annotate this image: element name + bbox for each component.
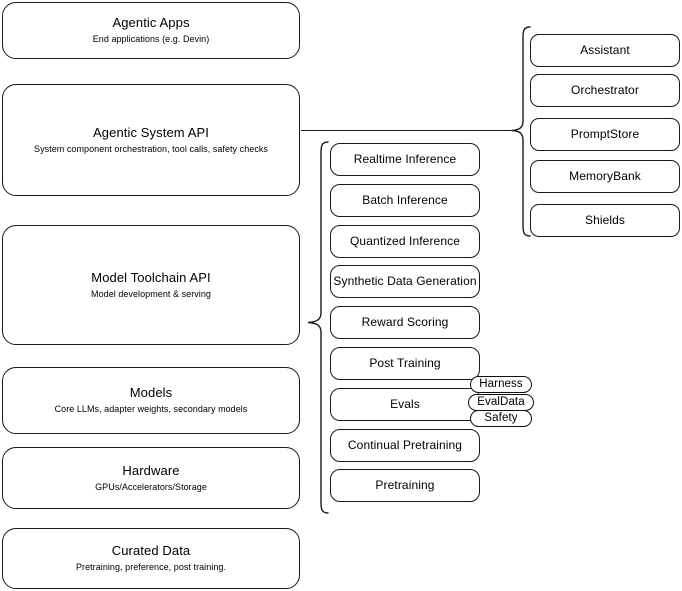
stack-layer-title: Hardware xyxy=(122,462,180,478)
system-component-label: Orchestrator xyxy=(571,83,639,97)
brace-toolchain-components xyxy=(305,141,329,515)
toolchain-component-label: Pretraining xyxy=(375,478,435,492)
system-component-shields[interactable]: Shields xyxy=(530,204,680,237)
stack-layer-title: Models xyxy=(129,385,173,400)
eval-pill-label: Safety xyxy=(484,412,518,424)
stack-layer-subtitle: Pretraining, preference, post training. xyxy=(75,562,227,572)
eval-pill-label: EvalData xyxy=(477,396,525,408)
toolchain-component-label: Batch Inference xyxy=(362,193,448,207)
stack-layer-subtitle: GPUs/Accelerators/Storage xyxy=(95,481,207,492)
system-component-label: Shields xyxy=(584,213,626,227)
system-component-label: PromptStore xyxy=(570,127,640,141)
brace-system-components xyxy=(507,26,531,238)
stack-layer-models[interactable]: Models Core LLMs, adapter weights, secon… xyxy=(2,367,300,434)
toolchain-component-label: Quantized Inference xyxy=(350,234,460,248)
toolchain-component-evals[interactable]: Evals xyxy=(330,388,480,421)
toolchain-component-batch-inference[interactable]: Batch Inference xyxy=(330,184,480,217)
stack-layer-title: Model Toolchain API xyxy=(91,269,211,285)
toolchain-component-synthetic-data-generation[interactable]: Synthetic Data Generation xyxy=(330,265,480,298)
toolchain-component-label: Reward Scoring xyxy=(361,315,449,329)
toolchain-component-label: Synthetic Data Generation xyxy=(333,274,477,288)
stack-layer-curated-data[interactable]: Curated Data Pretraining, preference, po… xyxy=(2,528,300,589)
toolchain-component-label: Continual Pretraining xyxy=(347,438,463,452)
system-component-memorybank[interactable]: MemoryBank xyxy=(530,160,680,193)
stack-layer-subtitle: End applications (e.g. Devin) xyxy=(92,34,210,44)
system-component-assistant[interactable]: Assistant xyxy=(530,34,680,67)
toolchain-component-realtime-inference[interactable]: Realtime Inference xyxy=(330,143,480,176)
system-component-orchestrator[interactable]: Orchestrator xyxy=(530,74,680,107)
stack-layer-title: Agentic System API xyxy=(93,124,209,140)
stack-layer-agentic-system-api[interactable]: Agentic System API System component orch… xyxy=(2,84,300,196)
stack-layer-subtitle: System component orchestration, tool cal… xyxy=(34,143,268,154)
stack-layer-subtitle: Model development & serving xyxy=(91,288,211,299)
toolchain-component-label: Post Training xyxy=(369,356,441,370)
system-component-promptstore[interactable]: PromptStore xyxy=(530,118,680,151)
toolchain-component-label: Evals xyxy=(390,397,420,411)
eval-pill-label: Harness xyxy=(479,378,523,390)
toolchain-component-reward-scoring[interactable]: Reward Scoring xyxy=(330,306,480,339)
stack-layer-subtitle: Core LLMs, adapter weights, secondary mo… xyxy=(54,404,248,414)
stack-layer-agentic-apps[interactable]: Agentic Apps End applications (e.g. Devi… xyxy=(2,2,300,59)
eval-pill-harness[interactable]: Harness xyxy=(470,376,532,393)
stack-layer-model-toolchain-api[interactable]: Model Toolchain API Model development & … xyxy=(2,225,300,345)
system-component-label: MemoryBank xyxy=(569,169,641,183)
toolchain-component-continual-pretraining[interactable]: Continual Pretraining xyxy=(330,429,480,462)
system-component-label: Assistant xyxy=(580,43,630,57)
toolchain-component-post-training[interactable]: Post Training xyxy=(330,347,480,380)
stack-layer-hardware[interactable]: Hardware GPUs/Accelerators/Storage xyxy=(2,447,300,509)
toolchain-component-pretraining[interactable]: Pretraining xyxy=(330,469,480,502)
toolchain-component-quantized-inference[interactable]: Quantized Inference xyxy=(330,225,480,258)
toolchain-component-label: Realtime Inference xyxy=(353,152,457,166)
connector-line-system-api xyxy=(301,130,513,132)
eval-pill-evaldata[interactable]: EvalData xyxy=(468,394,534,411)
stack-layer-title: Agentic Apps xyxy=(112,15,190,30)
stack-layer-title: Curated Data xyxy=(111,543,191,558)
eval-pill-safety[interactable]: Safety xyxy=(470,410,532,427)
